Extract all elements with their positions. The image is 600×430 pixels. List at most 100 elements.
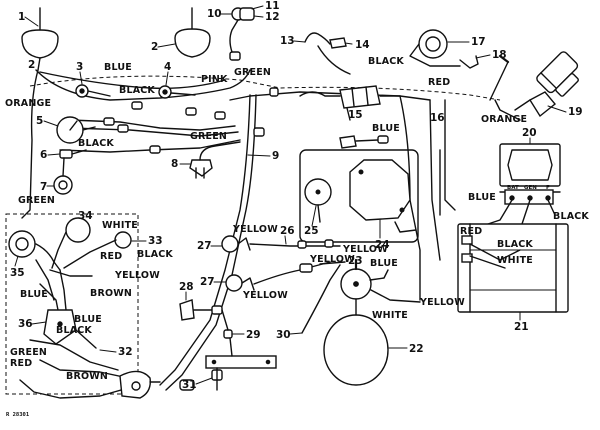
callout-24: 24 (375, 239, 390, 251)
wire-label-white-box: WHITE (102, 220, 138, 231)
leader-9 (247, 154, 271, 157)
callout-26: 26 (280, 225, 295, 237)
callout-9: 9 (272, 150, 279, 162)
wire-color-labels: ORANGE BLUE BLACK BLACK PINK GREEN GREEN… (5, 56, 589, 382)
wire-label-blue-20: BLUE (468, 192, 496, 203)
plate-31 (205, 337, 277, 391)
wire-label-blue-box-lower: BLUE (74, 314, 102, 325)
callout-14: 14 (355, 39, 370, 51)
distributor-23 (340, 258, 421, 303)
disc-22 (323, 298, 389, 386)
callout-34: 34 (78, 210, 93, 222)
component-7 (53, 157, 73, 195)
callout-32: 32 (118, 346, 133, 358)
wire-label-yellow-box: YELLOW (114, 270, 160, 281)
callout-19: 19 (568, 106, 583, 118)
callout-35: 35 (10, 267, 25, 279)
wire-label-black-20b: BLACK (497, 239, 533, 250)
component-10-12 (229, 7, 255, 53)
connector-15 (299, 85, 401, 121)
wire-label-black-20a: BLACK (553, 211, 589, 222)
callout-27a: 27 (197, 240, 212, 252)
control-panel-box (5, 213, 161, 399)
callout-21: 21 (514, 321, 529, 333)
wire-label-black-top-left: BLACK (119, 85, 155, 96)
callout-30: 30 (276, 329, 291, 341)
wire-label-red-lower: RED (10, 358, 32, 369)
callout-2a: 2 (28, 59, 35, 71)
wire-label-yellow-23a: YELLOW (309, 254, 355, 265)
callout-1: 1 (18, 11, 25, 23)
figure-code: R 28301 (6, 412, 30, 418)
harness-connectors (103, 51, 279, 391)
wire-label-green-box: GREEN (18, 195, 55, 206)
lamp-4 (158, 85, 196, 99)
sender-27-lower (225, 261, 346, 292)
lamp-3 (75, 84, 111, 98)
wire-label-brown-lower: BROWN (66, 371, 108, 382)
sender-blue (339, 135, 389, 149)
component-29 (221, 309, 233, 339)
wire-label-yellow-26a: YELLOW (232, 224, 278, 235)
callout-15: 15 (348, 109, 363, 121)
instrument-cluster-24 (299, 149, 419, 243)
switch-5 (56, 116, 96, 144)
terminal-f: F (546, 185, 550, 191)
callout-23: 23 (348, 255, 363, 267)
wire-label-blue-top: BLUE (104, 62, 132, 73)
callout-6: 6 (40, 149, 47, 161)
wire-label-red-box: RED (100, 251, 122, 262)
wire-label-black-box: BLACK (137, 249, 173, 260)
component-13-14 (304, 32, 351, 75)
wire-label-red-20: RED (460, 226, 482, 237)
callout-29: 29 (246, 329, 261, 341)
wire-label-blue-mid: BLUE (372, 123, 400, 134)
wire-label-pink: PINK (201, 74, 228, 85)
wire-label-yellow-27: YELLOW (242, 290, 288, 301)
callout-31: 31 (182, 379, 197, 391)
wire-label-yellow-26b: YELLOW (342, 244, 388, 255)
wire-label-orange-right: ORANGE (481, 114, 527, 125)
sender-27-upper (221, 235, 341, 253)
component-6 (59, 149, 87, 159)
wire-30 (301, 264, 341, 334)
callout-7: 7 (40, 181, 47, 193)
callout-10: 10 (207, 8, 222, 20)
wire-label-green-mid: GREEN (190, 131, 227, 142)
callout-33: 33 (148, 235, 163, 247)
wire-label-black-left: BLACK (78, 138, 114, 149)
callout-11: 11 (265, 0, 280, 12)
wire-label-green-lower: GREEN (10, 347, 47, 358)
center-headlight (174, 7, 211, 58)
solenoid-19 (514, 51, 579, 118)
callout-36: 36 (18, 318, 33, 330)
callout-13: 13 (280, 35, 295, 47)
wire-label-black-box-lower: BLACK (56, 325, 92, 336)
left-headlight (21, 7, 59, 71)
callout-labels: 1 2 2 3 4 5 6 7 8 9 10 11 12 13 14 15 16… (10, 0, 583, 391)
terminal-bat: BAT (507, 185, 519, 191)
callout-8: 8 (171, 158, 178, 170)
callout-27b: 27 (200, 276, 215, 288)
wire-label-white-20: WHITE (497, 255, 533, 266)
wire-label-brown-box: BROWN (90, 288, 132, 299)
callout-2b: 2 (151, 41, 158, 53)
horn-17 (409, 29, 479, 69)
wire-label-blue-box-left: BLUE (20, 289, 48, 300)
callout-4: 4 (164, 61, 171, 73)
callout-16: 16 (430, 112, 445, 124)
component-18 (489, 54, 510, 101)
callout-12: 12 (265, 11, 280, 23)
wire-label-black-top-right: BLACK (368, 56, 404, 67)
callout-25: 25 (304, 225, 319, 237)
callout-17: 17 (471, 36, 486, 48)
wire-label-blue-23: BLUE (370, 258, 398, 269)
component-28 (179, 299, 223, 321)
wire-label-yellow-23b: YELLOW (419, 297, 465, 308)
gauge-25 (304, 178, 332, 223)
wire-label-white-23: WHITE (372, 310, 408, 321)
wire-label-red-top: RED (428, 77, 450, 88)
component-8 (189, 141, 241, 179)
generator-21 (457, 223, 569, 313)
